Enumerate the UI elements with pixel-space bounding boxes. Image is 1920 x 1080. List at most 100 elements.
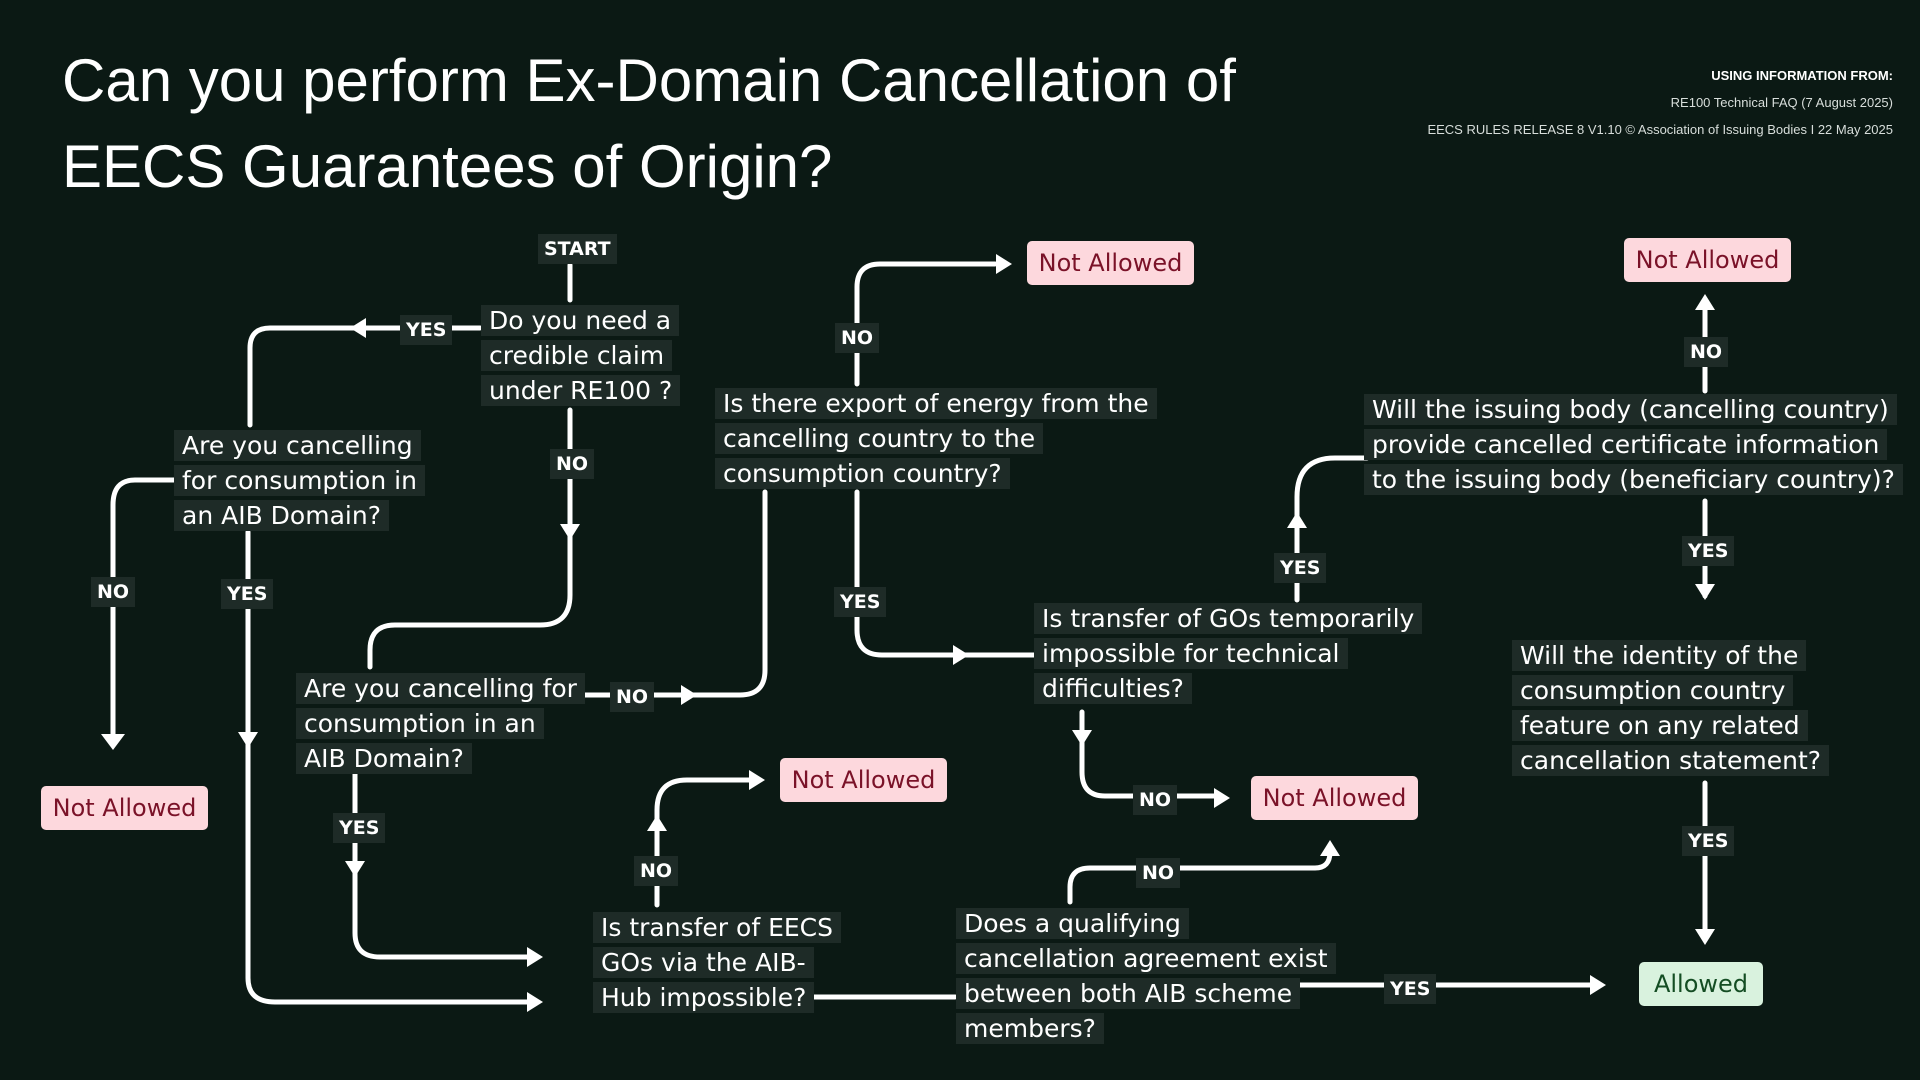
question-cancellation-agreement: Does a qualifying cancellation agreement… [956,906,1336,1046]
arrowhead-q2-no [101,734,125,750]
line-q4-yes-to-q6 [854,489,1040,658]
q5-line-2: GOs via the AIB- [593,947,814,978]
start-label: START [538,234,617,264]
arrowhead-q3-yes-mid [345,861,365,877]
label-q4-no: NO [835,323,880,353]
line-q1-no-to-q3 [367,407,573,670]
sources-heading: USING INFORMATION FROM: [1711,68,1893,83]
outcome-not-allowed-q2: Not Allowed [41,786,208,830]
q9-line-4: cancellation statement? [1512,745,1830,776]
label-q6-no: NO [1133,785,1178,815]
arrowhead-q6-no-mid [1072,730,1092,746]
line-q5-no [654,777,753,908]
q8-line-1: Will the issuing body (cancelling countr… [1364,394,1897,425]
arrowhead-q2-yes-mid [238,732,258,748]
title-line-2: EECS Guarantees of Origin? [62,133,833,200]
q8-line-3: to the issuing body (beneficiary country… [1364,464,1903,495]
q6-line-1: Is transfer of GOs temporarily [1034,603,1423,634]
connector-lines [110,261,1708,1005]
label-q2-yes: YES [221,579,274,609]
q3-line-3: AIB Domain? [296,743,472,774]
arrowhead-q2-yes-end [527,992,543,1012]
label-q1-no: NO [550,449,595,479]
arrowhead-q4-yes [953,645,969,665]
q7-line-3: between both AIB scheme [956,978,1301,1009]
q1-line-1: Do you need a [481,305,680,336]
q3-line-2: consumption in an [296,708,544,739]
arrowhead-q5-no-end [749,770,765,790]
page-title: Can you perform Ex-Domain Cancellation o… [62,38,1362,210]
arrowhead-q6-yes [1287,512,1307,528]
question-aib-hub-transfer-impossible: Is transfer of EECS GOs via the AIB- Hub… [593,910,841,1015]
arrowhead-q4-no [996,254,1012,274]
outcome-allowed: Allowed [1639,962,1763,1006]
source-re100-faq: RE100 Technical FAQ (7 August 2025) [1670,95,1893,110]
q9-line-1: Will the identity of the [1512,640,1807,671]
line-q7-no [1067,844,1333,905]
q6-line-2: impossible for technical [1034,638,1348,669]
question-consumption-country-identity: Will the identity of the consumption cou… [1512,638,1830,778]
question-aib-domain-after-no: Are you cancelling for consumption in an… [296,671,585,776]
outcome-not-allowed-q8: Not Allowed [1624,238,1791,282]
label-q4-yes: YES [834,587,887,617]
outcome-not-allowed-q5: Not Allowed [780,758,947,802]
q5-line-1: Is transfer of EECS [593,912,841,943]
line-q6-no [1079,709,1223,799]
line-q3-no-to-q4 [577,489,768,698]
arrowhead-q7-no [1320,840,1340,856]
q4-line-1: Is there export of energy from the [715,388,1157,419]
q1-line-3: under RE100 ? [481,375,681,406]
q7-line-2: cancellation agreement exist [956,943,1336,974]
question-issuing-body-information: Will the issuing body (cancelling countr… [1364,392,1903,497]
q3-line-1: Are you cancelling for [296,673,585,704]
outcome-not-allowed-q4: Not Allowed [1027,241,1194,285]
question-credible-claim-re100: Do you need a credible claim under RE100… [481,303,681,408]
title-line-1: Can you perform Ex-Domain Cancellation o… [62,47,1236,114]
arrowhead-q1-no [560,524,580,540]
q7-line-1: Does a qualifying [956,908,1189,939]
arrowhead-q3-no [681,685,697,705]
arrowhead-q3-yes-end [527,947,543,967]
arrowhead-q7-yes [1590,975,1606,995]
line-q2-no [110,477,178,738]
label-q7-yes: YES [1384,974,1437,1004]
label-q7-no: NO [1136,858,1181,888]
line-q1-yes-to-q2 [247,325,483,428]
q7-line-4: members? [956,1013,1104,1044]
q4-line-3: consumption country? [715,458,1010,489]
label-q1-yes: YES [400,315,453,345]
question-technical-difficulties: Is transfer of GOs temporarily impossibl… [1034,601,1423,706]
arrowhead-q8-yes [1695,584,1715,600]
line-q4-no [854,261,998,387]
source-eecs-rules: EECS RULES RELEASE 8 V1.10 © Association… [1427,122,1893,137]
arrowhead-q1-yes [350,318,366,338]
q2-line-3: an AIB Domain? [174,500,389,531]
q4-line-2: cancelling country to the [715,423,1044,454]
q1-line-2: credible claim [481,340,673,371]
label-q6-yes: YES [1274,553,1327,583]
q9-line-2: consumption country [1512,675,1794,706]
arrowheads [101,254,1715,1012]
q6-line-3: difficulties? [1034,673,1192,704]
outcome-not-allowed-q6: Not Allowed [1251,776,1418,820]
label-q8-yes: YES [1682,536,1735,566]
arrowhead-q6-no-end [1214,788,1230,808]
label-q8-no: NO [1684,337,1729,367]
line-q6-yes-to-q8 [1294,455,1370,603]
q8-line-2: provide cancelled certificate informatio… [1364,429,1888,460]
label-q3-no: NO [610,682,655,712]
q9-line-3: feature on any related [1512,710,1808,741]
q5-line-3: Hub impossible? [593,982,815,1013]
label-q3-yes: YES [333,813,386,843]
line-q3-yes-to-q5 [352,770,530,960]
arrowhead-q9-yes [1695,929,1715,945]
q2-line-1: Are you cancelling [174,430,421,461]
question-aib-domain-after-yes: Are you cancelling for consumption in an… [174,428,425,533]
question-energy-export: Is there export of energy from the cance… [715,386,1157,491]
arrowhead-q5-no-up [647,815,667,831]
label-q9-yes: YES [1682,826,1735,856]
line-q2-yes-to-q5 [245,529,530,1005]
label-q5-no: NO [634,856,679,886]
q2-line-2: for consumption in [174,465,425,496]
